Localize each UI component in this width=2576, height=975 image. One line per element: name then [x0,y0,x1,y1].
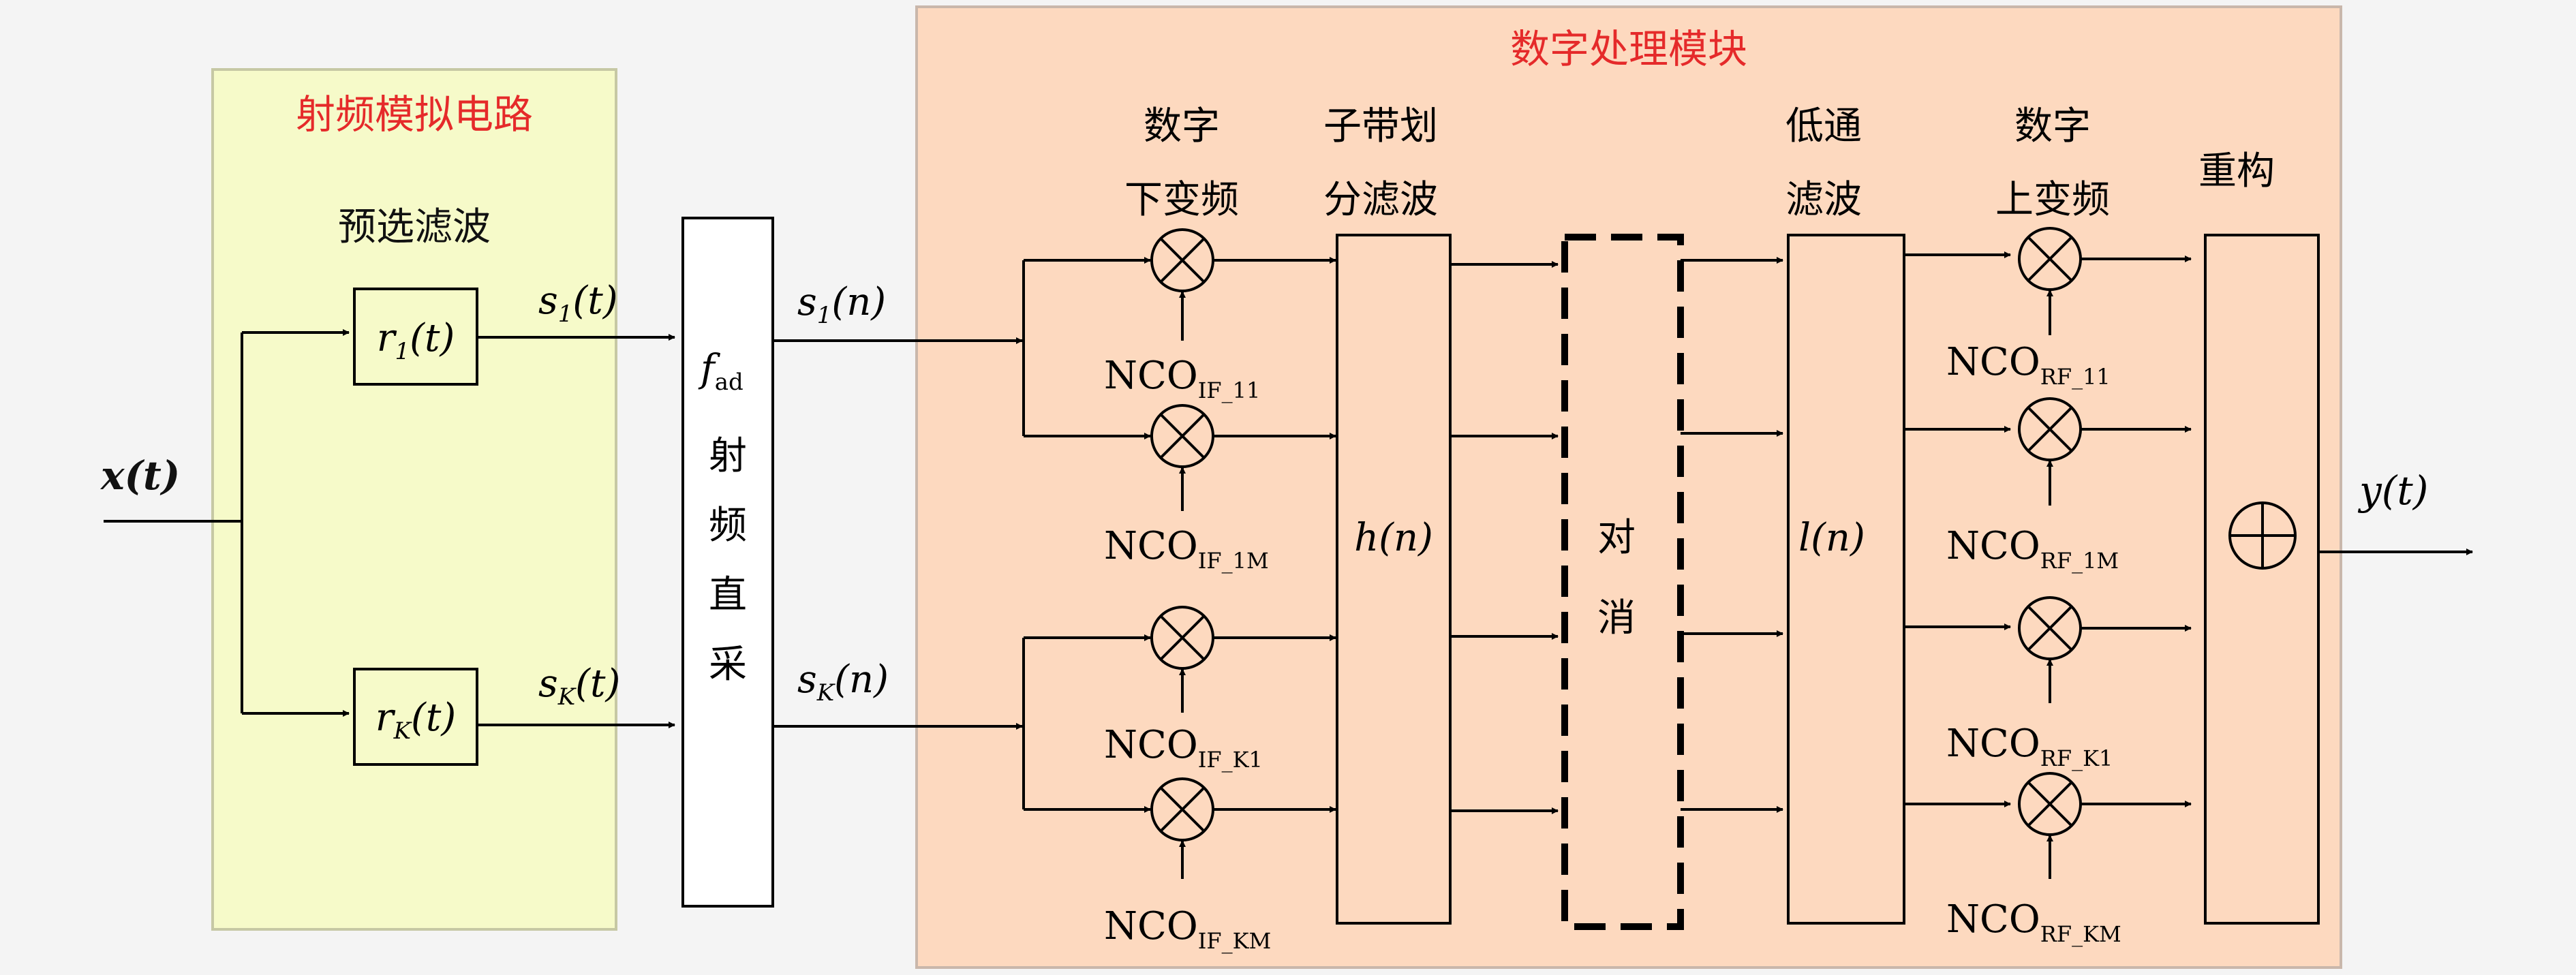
filter-label-k: rK(t) [375,696,456,745]
nco-down-label-4: NCOIF_KM [1104,904,1271,954]
signal-s1-label: s1(t) [538,279,618,328]
lowpass-filter-label: l(n) [1798,516,1865,560]
label-downconvert-2: 下变频 [1124,178,1239,222]
label-upconvert-1: 数字 [2014,104,2091,149]
nco-up-label-3: NCORF_K1 [1946,722,2113,771]
label-downconvert-1: 数字 [1144,104,1220,149]
digital-sk-label: sK(n) [797,657,889,707]
output-label: y(t) [2357,467,2428,514]
cancel-box [1561,234,1684,930]
digital-s1-label: s1(n) [797,280,886,329]
prefilter-label: 预选滤波 [338,205,491,249]
sum-icon [2228,501,2297,570]
nco-up-label-4: NCORF_KM [1946,897,2121,947]
nco-up-label-2: NCORF_1M [1946,524,2119,574]
filter-box-k [353,668,478,766]
label-subband-1: 子带划 [1323,104,1438,149]
adc-text-3: 直 [709,573,747,617]
dsp-region-title: 数字处理模块 [1510,26,1747,72]
adc-fad-label: fad [698,347,743,396]
label-subband-2: 分滤波 [1323,178,1438,222]
svg-text:x(t): x(t) [99,452,180,499]
cancel-text-1: 对 [1597,516,1636,560]
subband-filter-box [1336,234,1452,925]
subband-filter-label: h(n) [1354,516,1433,560]
input-signal-label: x(t) [99,452,180,499]
adc-text-4: 采 [709,643,747,687]
label-upconvert-2: 上变频 [1995,178,2110,222]
lowpass-filter-box [1787,234,1905,925]
nco-up-label-1: NCORF_11 [1946,340,2111,390]
signal-sk-label: sK(t) [538,662,620,711]
reconstruct-box [2204,234,2320,925]
rf-region-title: 射频模拟电路 [296,91,533,138]
dsp-region [915,5,2342,969]
rf-region [211,68,617,931]
adc-box [681,217,774,908]
filter-label-1: r1(t) [377,316,455,365]
nco-down-label-2: NCOIF_1M [1104,524,1269,574]
adc-text-1: 射 [709,434,747,478]
label-lowpass-1: 低通 [1785,104,1862,149]
cancel-text-2: 消 [1597,596,1636,640]
label-lowpass-2: 滤波 [1785,178,1862,222]
adc-text-2: 频 [709,504,747,548]
nco-down-label-3: NCOIF_K1 [1104,723,1263,773]
nco-down-label-1: NCOIF_11 [1104,354,1260,403]
label-reconstruct: 重构 [2198,149,2275,194]
